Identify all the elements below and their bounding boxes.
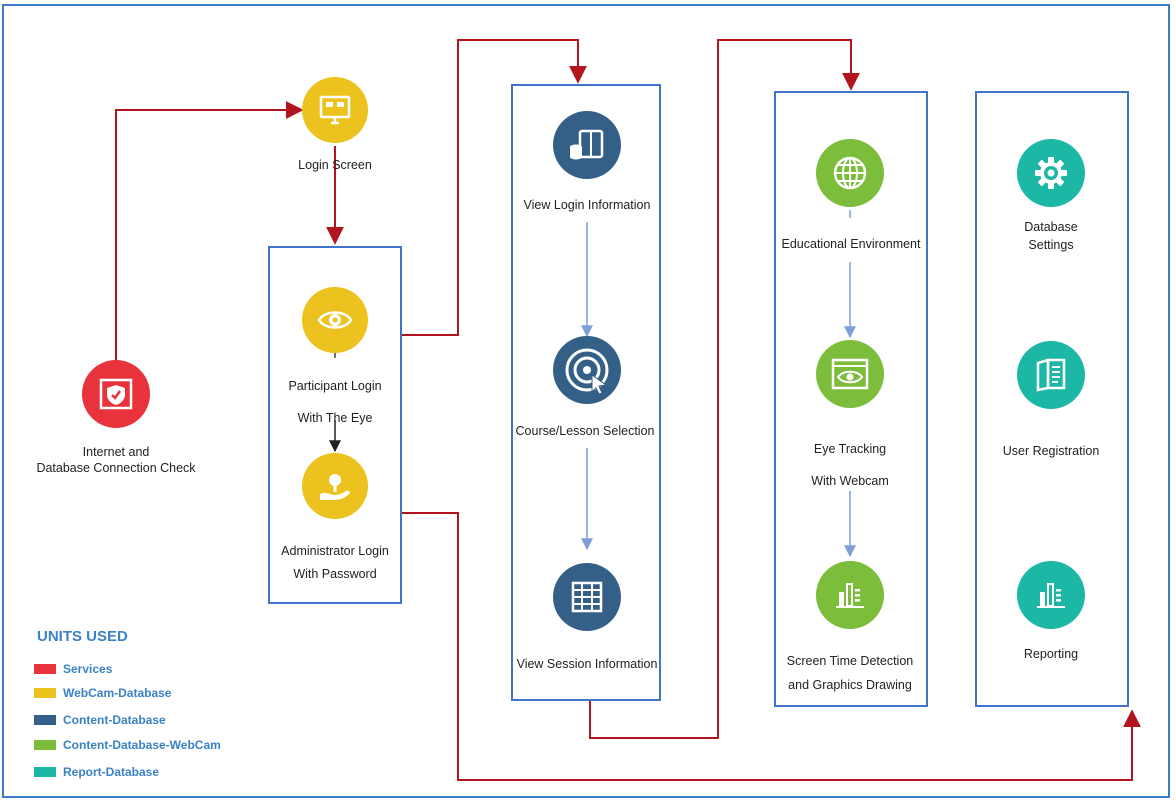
legend-item-webcam-database: WebCam-Database [34,684,171,702]
user-registration-label: User Registration [1002,444,1100,458]
legend-label: Content-Database-WebCam [63,738,221,752]
admin-login-label-2: With Password [293,567,377,581]
login-screen-label: Login Screen [298,158,372,172]
monitor-icon [302,77,368,143]
registration-book-icon [1017,341,1085,409]
legend-swatch [34,664,56,674]
connection-check-label-1: Internet and [82,445,150,459]
admin-login-label-1: Administrator Login [281,544,389,558]
gear-icon [1017,139,1085,207]
participant-login-label-2: With The Eye [297,411,373,425]
legend-title: UNITS USED [37,628,128,645]
diagram-frame [2,4,1170,798]
legend-label: Content-Database [63,713,166,727]
target-cursor-icon [553,336,621,404]
eye-icon [302,287,368,353]
arrow-content-to-webcam [589,39,860,739]
globe-icon [816,139,884,207]
shield-check-icon [82,360,150,428]
legend-swatch [34,715,56,725]
reporting-label: Reporting [1023,647,1079,661]
screen-time-label-1: Screen Time Detection [786,654,914,668]
bar-chart-icon [1017,561,1085,629]
view-session-info-label: View Session Information [516,657,658,671]
grid-table-icon [553,563,621,631]
arrow-check-to-login [115,101,304,365]
legend-swatch [34,740,56,750]
eye-tracking-label-1: Eye Tracking [813,442,887,456]
eye-tracking-label-2: With Webcam [811,474,889,488]
legend-label: Services [63,662,113,676]
database-settings-label-1: Database [1024,220,1078,234]
legend-item-content-database-webcam: Content-Database-WebCam [34,736,221,754]
legend-label: WebCam-Database [63,686,172,700]
arrow-admin-to-report [402,512,1141,781]
legend-item-services: Services [34,660,112,678]
arrow-participant-to-content [402,39,587,336]
participant-login-label-1: Participant Login [288,379,382,393]
database-settings-label-2: Settings [1028,238,1074,252]
bar-chart-icon [816,561,884,629]
legend-item-report-database: Report-Database [34,763,159,781]
eye-window-icon [816,340,884,408]
legend-label: Report-Database [63,765,160,779]
screen-time-label-2: and Graphics Drawing [788,678,912,692]
legend-swatch [34,767,56,777]
legend-item-content-database: Content-Database [34,711,166,729]
legend-swatch [34,688,56,698]
course-selection-label: Course/Lesson Selection [515,424,655,438]
connection-check-label-2: Database Connection Check [36,461,196,475]
educational-env-label: Educational Environment [781,237,921,251]
book-database-icon [553,111,621,179]
view-login-info-label: View Login Information [523,198,651,212]
hand-key-icon [302,453,368,519]
